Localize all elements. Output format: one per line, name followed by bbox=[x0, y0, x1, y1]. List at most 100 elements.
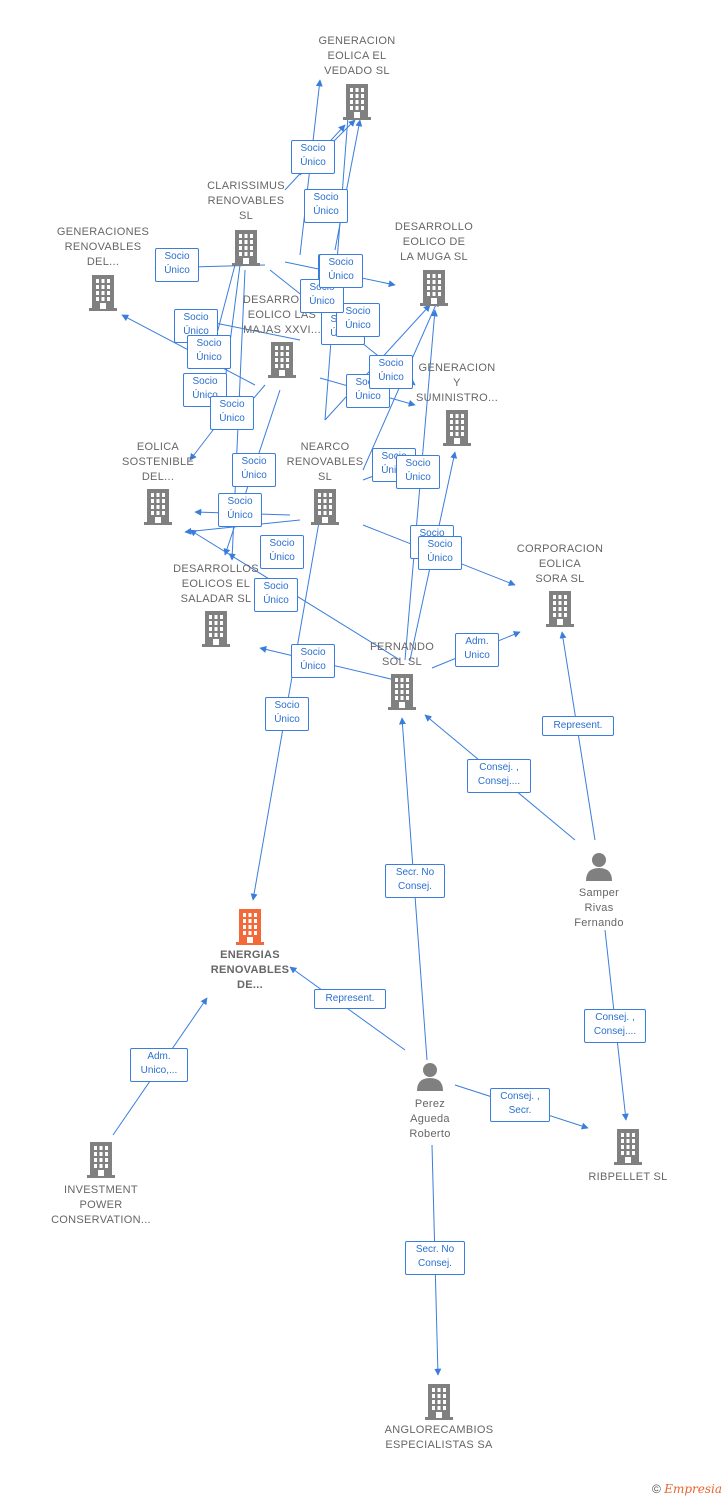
company-building-icon[interactable] bbox=[201, 611, 231, 652]
company-building-icon[interactable] bbox=[267, 342, 297, 383]
relation-label-line: Socio bbox=[263, 581, 289, 592]
node-label-line: EOLICO LAS bbox=[247, 309, 317, 321]
copyright-symbol: © bbox=[652, 1482, 661, 1496]
node-label-line: RIBPELLET SL bbox=[588, 1171, 668, 1183]
relation-label-line: Unico,... bbox=[140, 1065, 178, 1076]
relation-label-line: Único bbox=[269, 552, 295, 563]
relation-label-line: Consej. , bbox=[500, 1091, 540, 1102]
relation-label-line: Socio bbox=[196, 338, 222, 349]
relation-label-line: Socio bbox=[164, 251, 190, 262]
relation-label[interactable]: Represent. bbox=[314, 989, 386, 1009]
company-building-icon[interactable] bbox=[613, 1129, 643, 1170]
node-label-line: RENOVABLES bbox=[207, 195, 285, 207]
person-icon[interactable] bbox=[415, 1061, 445, 1096]
node-label-line: SALADAR SL bbox=[180, 593, 252, 605]
company-building-icon[interactable] bbox=[143, 489, 173, 530]
company-building-icon[interactable] bbox=[88, 275, 118, 316]
node-label-ribpellet[interactable]: RIBPELLET SL bbox=[563, 1170, 693, 1185]
relation-label[interactable]: Represent. bbox=[542, 716, 614, 736]
node-label-line: SOSTENIBLE bbox=[121, 456, 195, 468]
relation-label-line: Socio bbox=[183, 312, 209, 323]
company-building-icon[interactable] bbox=[231, 230, 261, 271]
relation-label[interactable]: Adm.Unico bbox=[455, 633, 499, 667]
relation-label[interactable]: Consej. , Secr. bbox=[490, 1088, 550, 1122]
company-building-icon[interactable] bbox=[424, 1384, 454, 1425]
node-label-line: MAJAS XXVI... bbox=[243, 324, 321, 336]
relation-label[interactable]: Adm.Unico,... bbox=[130, 1048, 188, 1082]
company-building-icon[interactable] bbox=[387, 674, 417, 715]
company-building-icon[interactable] bbox=[442, 410, 472, 451]
relation-label[interactable]: Consej. ,Consej.... bbox=[584, 1009, 646, 1043]
empresia-logo[interactable]: Empresia bbox=[664, 1482, 722, 1496]
relation-label-line: Único bbox=[427, 553, 453, 564]
relation-label-line: Único bbox=[345, 320, 371, 331]
relation-label[interactable]: Consej. ,Consej.... bbox=[467, 759, 531, 793]
relation-label-line: Socio bbox=[300, 143, 326, 154]
company-building-icon[interactable] bbox=[86, 1142, 116, 1183]
company-building-icon[interactable] bbox=[419, 270, 449, 311]
company-building-icon[interactable] bbox=[545, 591, 575, 632]
relation-label-line: Represent. bbox=[325, 993, 375, 1004]
node-label-line: Rivas bbox=[584, 902, 614, 914]
company-building-icon[interactable] bbox=[310, 489, 340, 530]
relation-label-line: Único bbox=[405, 472, 431, 483]
relation-label-line: Adm. bbox=[465, 636, 489, 647]
node-label-line: ENERGIAS bbox=[220, 949, 280, 961]
node-label-line: Perez bbox=[414, 1098, 446, 1110]
person-icon[interactable] bbox=[584, 851, 614, 886]
node-label-line: EOLICA EL bbox=[327, 50, 387, 62]
node-label-line: SL bbox=[238, 210, 254, 222]
node-label-line: RENOVABLES bbox=[210, 964, 290, 976]
relation-edge bbox=[559, 631, 596, 841]
relation-label-line: Consej. bbox=[398, 881, 432, 892]
node-label-line: EOLICA bbox=[136, 441, 180, 453]
company-building-icon[interactable] bbox=[342, 84, 372, 125]
relation-label-line: Represent. bbox=[553, 720, 603, 731]
relation-label-line: Secr. bbox=[508, 1105, 532, 1116]
relation-label-line: Único bbox=[227, 510, 253, 521]
focus-company-building-icon[interactable] bbox=[235, 909, 265, 950]
node-label-line: LA MUGA SL bbox=[400, 251, 468, 263]
node-label-line: DEL... bbox=[86, 256, 120, 268]
relation-label-line: Único bbox=[183, 326, 209, 337]
relation-label-line: Socio bbox=[381, 451, 407, 462]
relation-label-line: Único bbox=[164, 265, 190, 276]
node-label-line: VEDADO SL bbox=[324, 65, 390, 77]
node-label-line: EOLICO DE bbox=[402, 236, 466, 248]
relation-label-line: Único bbox=[192, 390, 218, 401]
